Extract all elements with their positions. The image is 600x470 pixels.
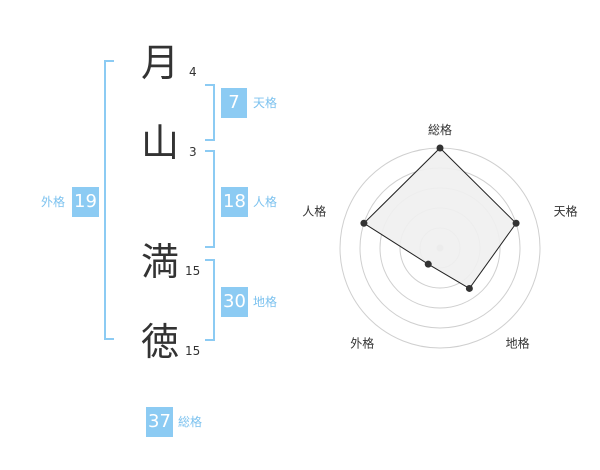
stroke-count-2: 3 <box>189 145 197 159</box>
chikaku-label: 地格 <box>253 295 278 309</box>
tenkaku-label: 天格 <box>253 96 278 110</box>
stroke-count-4: 15 <box>185 344 201 358</box>
tenkaku-bracket <box>205 84 215 141</box>
radar-axis-label-5: 人格 <box>302 204 326 219</box>
radar-point-1 <box>436 144 444 152</box>
name-char-2: 山 <box>140 121 179 165</box>
radar-axis-label-2: 天格 <box>554 204 578 219</box>
chikaku-value: 30 <box>221 287 248 317</box>
tenkaku-value: 7 <box>221 88 247 118</box>
radar-point-4 <box>424 260 432 268</box>
gaikaku-value: 19 <box>72 187 99 217</box>
radar-area <box>363 147 517 290</box>
name-char-3: 満 <box>140 240 179 284</box>
name-char-4: 徳 <box>140 320 179 364</box>
radar-axis-label-1: 総格 <box>428 122 452 137</box>
radar-axis-label-3: 地格 <box>506 335 530 350</box>
stroke-count-3: 15 <box>185 264 201 278</box>
jinkaku-label: 人格 <box>253 195 278 209</box>
chikaku-bracket <box>205 259 215 341</box>
name-char-1: 月 <box>140 41 179 85</box>
gaikaku-bracket <box>104 60 114 340</box>
radar-point-3 <box>465 284 473 292</box>
stroke-count-1: 4 <box>189 65 197 79</box>
jinkaku-value: 18 <box>221 187 248 217</box>
soukaku-value: 37 <box>146 407 173 437</box>
gaikaku-label: 外格 <box>41 195 66 209</box>
radar-axis-label-4: 外格 <box>350 335 374 350</box>
soukaku-label: 総格 <box>178 415 203 429</box>
radar-point-2 <box>512 219 520 227</box>
jinkaku-bracket <box>205 150 215 248</box>
radar-point-5 <box>360 219 368 227</box>
